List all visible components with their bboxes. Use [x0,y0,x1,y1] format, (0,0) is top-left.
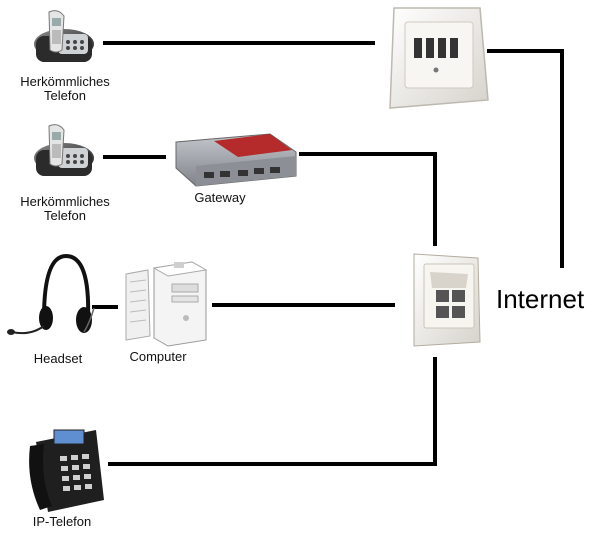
phone1-label-line2: Telefon [44,88,86,103]
link-gateway-lan-socket [299,152,437,246]
tae-wall-socket-icon [389,7,489,109]
internet-label: Internet [496,284,585,314]
ip-phone-icon [29,429,104,512]
phone2-label: Herkömmliches Telefon [10,195,120,223]
headset-icon [7,253,95,335]
connection-lines [92,41,564,466]
link-ipphone-lan-socket [108,357,437,466]
cordless-phone-icon [34,124,94,176]
phone2-label-line2: Telefon [44,208,86,223]
computer-icon [125,261,208,347]
cordless-phone-icon [34,10,94,62]
phone2-label-line1: Herkömmliches [20,194,110,209]
lan-wall-socket-icon [413,253,481,347]
gateway-router-icon [175,133,297,187]
link-tae-internet [487,49,564,268]
phone1-label-line1: Herkömmliches [20,74,110,89]
phone1-label: Herkömmliches Telefon [10,75,120,103]
ip-phone-label: IP-Telefon [32,514,92,529]
computer-label: Computer [129,349,187,364]
headset-label: Headset [33,351,83,366]
gateway-label: Gateway [194,190,246,205]
